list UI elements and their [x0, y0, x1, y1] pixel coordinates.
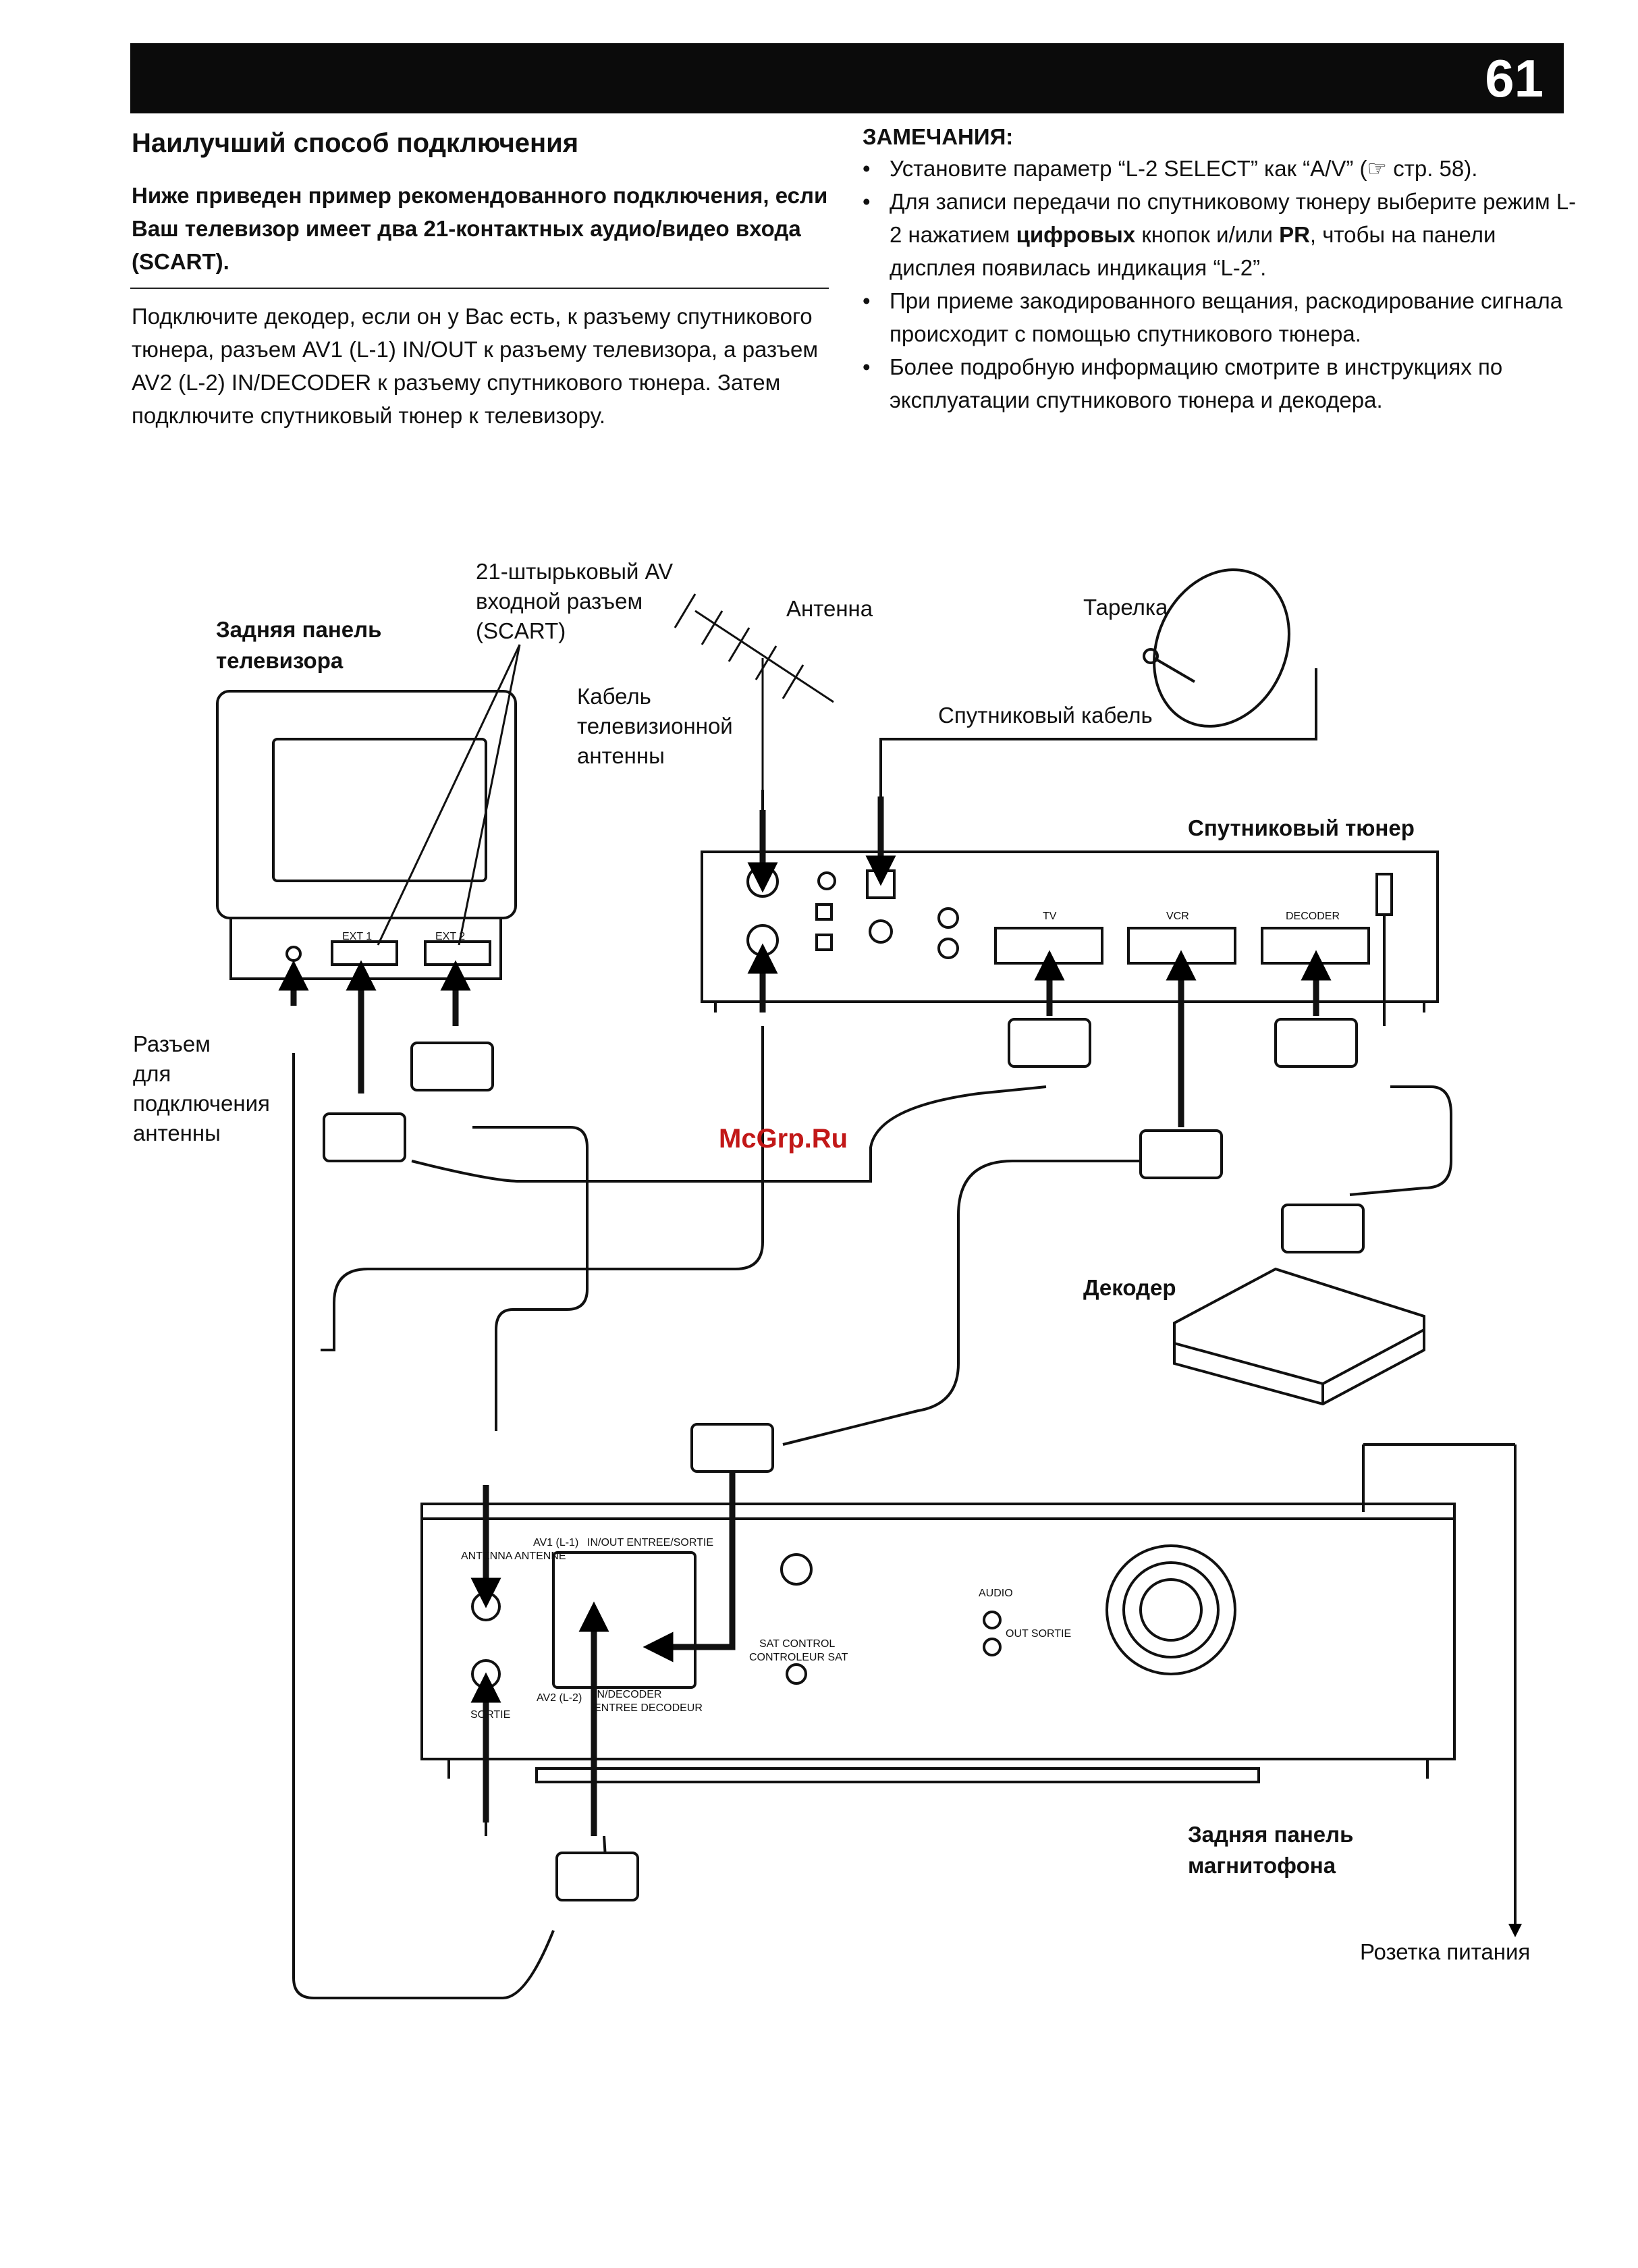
- divider: [130, 288, 829, 289]
- power-outlet-label: Розетка питания: [1360, 1939, 1531, 1964]
- vcr-audio-label: AUDIO: [979, 1588, 1013, 1599]
- vcr-panel-label: Задняя панель магнитофона: [1188, 1822, 1354, 1878]
- dish-label: Тарелка: [1083, 595, 1168, 620]
- note-item: Установите параметр “L-2 SELECT” как “A/…: [863, 152, 1578, 185]
- satellite-cable-label: Спутниковый кабель: [938, 703, 1153, 728]
- note-item: Более подробную информацию смотрите в ин…: [863, 350, 1578, 416]
- tv-ext2-label: EXT 2: [435, 931, 465, 942]
- scart-plugs: [323, 1018, 1365, 1901]
- vcr-sat-control-label: SAT CONTROL: [759, 1638, 835, 1650]
- section-title: Наилучший способ подключения: [132, 128, 579, 158]
- tuner-decoder-label: DECODER: [1286, 911, 1340, 922]
- decoder-illustration: [1173, 1267, 1425, 1406]
- satellite-tuner-illustration: [701, 850, 1439, 1026]
- antenna-cable-label: Кабель телевизионной антенны: [577, 684, 733, 768]
- tuner-vcr-label: VCR: [1166, 911, 1189, 922]
- tuner-tv-label: TV: [1043, 911, 1057, 922]
- note-item: Для записи передачи по спутниковому тюне…: [863, 185, 1578, 284]
- header-bar: 61: [130, 43, 1564, 113]
- intro-text: Подключите декодер, если он у Вас есть, …: [132, 304, 819, 428]
- vcr-controleur-sat-label: CONTROLEUR SAT: [749, 1652, 848, 1663]
- satellite-tuner-label: Спутниковый тюнер: [1188, 815, 1415, 840]
- page-number: 61: [1485, 49, 1544, 108]
- antenna-label: Антенна: [786, 596, 873, 621]
- note-item: При приеме закодированного вещания, раск…: [863, 284, 1578, 350]
- decoder-label: Декодер: [1083, 1275, 1176, 1300]
- antenna-illustration: [674, 593, 834, 790]
- watermark: McGrp.Ru: [719, 1124, 848, 1154]
- dish-illustration: [879, 568, 1317, 776]
- scart-leader-lines: [377, 644, 521, 946]
- notes-title: ЗАМЕЧАНИЯ:: [863, 124, 1014, 149]
- tv-ext1-label: EXT 1: [342, 931, 372, 942]
- vcr-out-label: OUT SORTIE: [1006, 1628, 1071, 1640]
- cables: [292, 776, 1452, 1999]
- vcr-sortie-label: SORTIE: [470, 1709, 510, 1721]
- notes-list: Установите параметр “L-2 SELECT” как “A/…: [863, 152, 1578, 416]
- vcr-av2-label: AV2 (L-2): [537, 1692, 582, 1704]
- scart-label: 21-штырьковый AV входной разъем (SCART): [476, 559, 674, 643]
- intro-bold-text: Ниже приведен пример рекомендованного по…: [132, 183, 828, 274]
- vcr-inout-label: IN/OUT ENTREE/SORTIE: [587, 1537, 713, 1548]
- vcr-indecoder-label: IN/DECODER: [594, 1689, 661, 1700]
- tv-panel-label: Задняя панель телевизора: [216, 617, 382, 673]
- vcr-av1-label: AV1 (L-1): [533, 1537, 578, 1548]
- connection-arrows: [278, 796, 1332, 1836]
- vcr-antenna-label: ANTENNA ANTENNE: [461, 1550, 566, 1562]
- antenna-socket-label: Разъем для подключения антенны: [133, 1031, 270, 1145]
- vcr-entree-decodeur-label: ENTREE DECODEUR: [594, 1702, 703, 1714]
